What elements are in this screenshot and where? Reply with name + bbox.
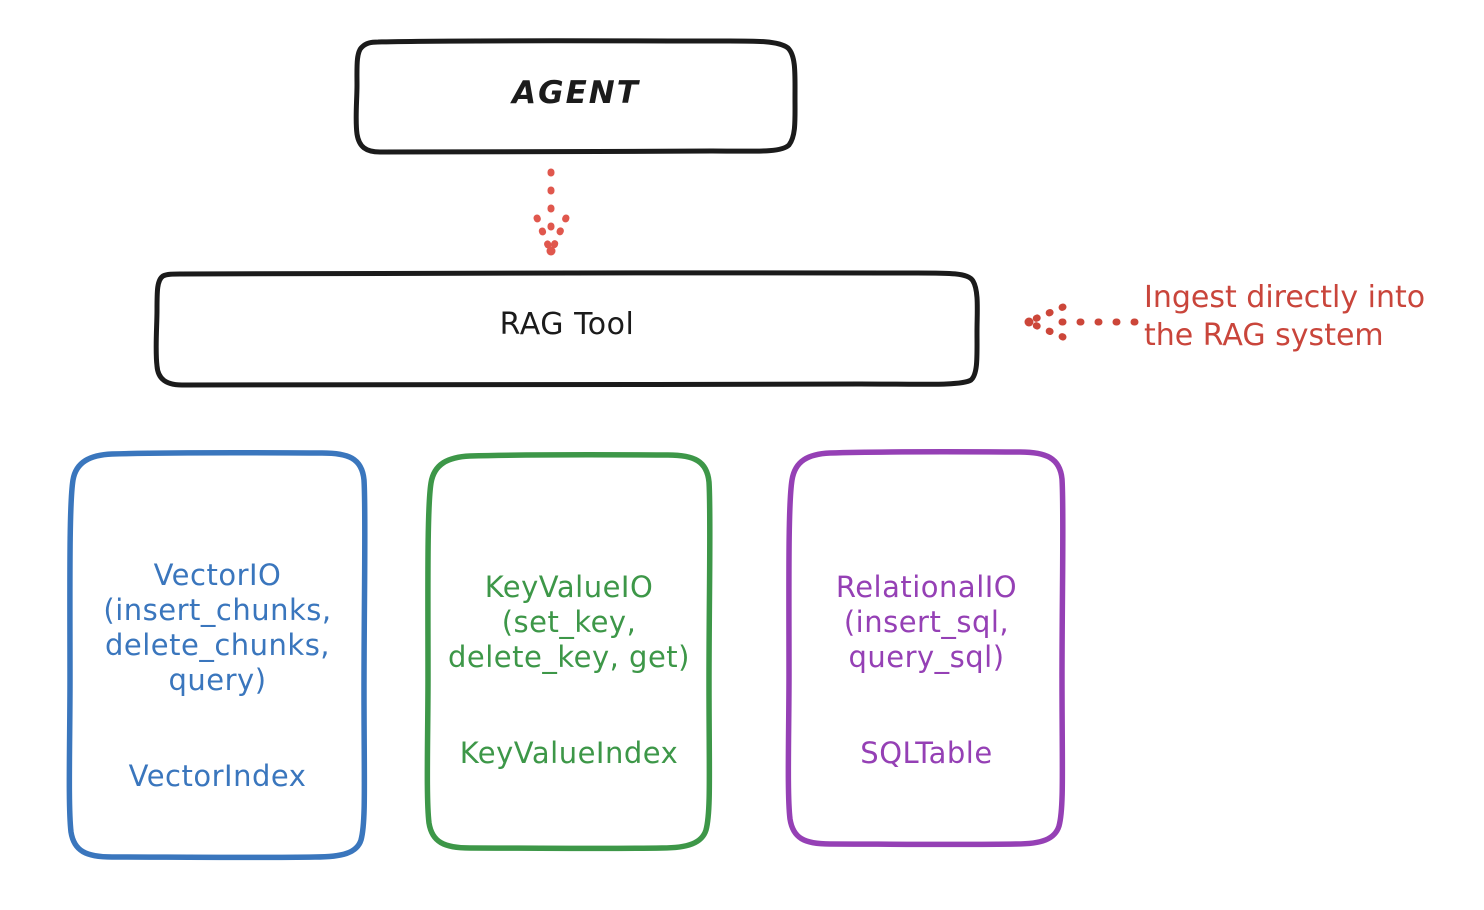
rag-tool-label: RAG Tool — [499, 307, 635, 342]
agent-box-outline — [353, 38, 798, 155]
key-value-index-label: KeyValueIndex — [459, 735, 679, 770]
agent-to-rag-connector — [533, 168, 570, 256]
ingest-annotation-label: Ingest directly into the RAG system — [1144, 280, 1426, 354]
ingest-arrow-tip — [1024, 317, 1034, 327]
vector-io-box-outline — [66, 450, 368, 861]
relational-io-text-block: RelationalIO (insert_sql, query_sql) SQL… — [790, 552, 1063, 788]
vector-index-label: VectorIndex — [128, 758, 307, 793]
sql-table-label: SQLTable — [860, 735, 993, 770]
relational-io-node[interactable] — [785, 449, 1066, 848]
key-value-io-node[interactable] — [424, 452, 713, 852]
relational-io-title: RelationalIO (insert_sql, query_sql) — [835, 570, 1018, 674]
vector-io-title: VectorIO (insert_chunks, delete_chunks, … — [103, 558, 332, 697]
key-value-io-text-block: KeyValueIO (set_key, delete_key, get) Ke… — [428, 552, 710, 788]
relational-io-box-outline — [785, 449, 1066, 848]
agent-node[interactable] — [353, 38, 798, 155]
arrowhead-bottom-barb — [1026, 319, 1067, 341]
vector-io-text-block: VectorIO (insert_chunks, delete_chunks, … — [70, 540, 365, 811]
agent-label: AGENT — [512, 75, 640, 111]
rag-tool-node[interactable] — [153, 270, 980, 388]
vector-io-node[interactable] — [66, 450, 368, 861]
rag-tool-box-outline — [153, 270, 980, 388]
arrowhead-top-barb — [1026, 303, 1067, 325]
key-value-io-box-outline — [424, 452, 713, 852]
arrow-tip — [546, 246, 556, 256]
key-value-io-title: KeyValueIO (set_key, delete_key, get) — [448, 570, 690, 674]
arrowhead-right-barb — [548, 214, 570, 254]
arrowhead-left-barb — [533, 214, 554, 254]
ingest-connector — [1024, 303, 1139, 341]
